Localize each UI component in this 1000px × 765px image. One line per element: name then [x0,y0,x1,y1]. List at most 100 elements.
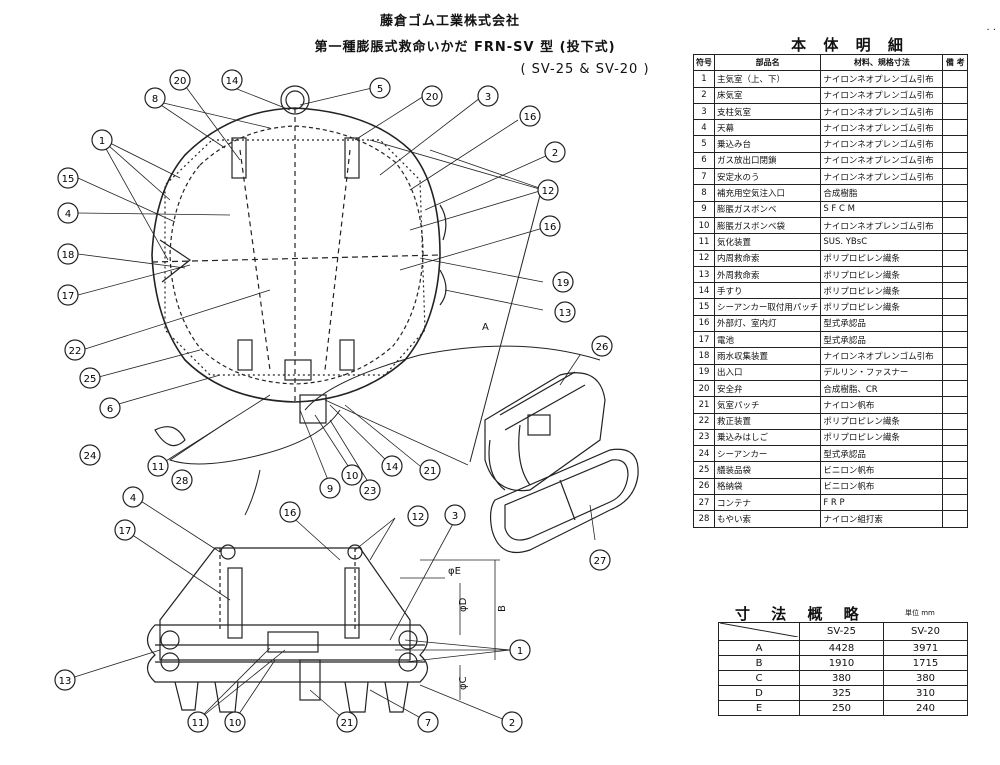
table-cell: 内周救命索 [713,249,822,267]
table-cell: D [718,685,800,701]
callout-circle [444,504,466,526]
table-cell: 3 [693,102,715,121]
table-cell: ポリプロピレン繊条 [820,298,944,316]
table-cell [942,151,968,170]
table-cell: 出入口 [713,363,822,381]
table-cell [942,494,968,512]
callout-label: 3 [485,92,491,103]
col-header-name: 部品名 [713,53,822,72]
callout-circle [554,301,576,323]
callout-number: 2 [501,711,523,733]
dims-header-cell: SV-20 [883,622,968,641]
table-cell [942,298,968,316]
table-cell [942,265,968,284]
table-cell: 11 [693,233,715,251]
table-cell [942,347,968,365]
callout-label: 13 [559,308,572,319]
callout-number: 26 [591,335,613,357]
callout-label: 7 [425,718,431,729]
table-cell: 型式承認品 [820,331,944,349]
table-cell: 8 [693,184,715,202]
callout-circle [57,243,79,265]
table-cell: 18 [693,347,715,365]
callout-circle [359,479,381,501]
table-cell: シーアンカー [713,445,822,463]
callout-number: 21 [336,711,358,733]
table-cell: 21 [693,396,715,414]
callout-circle [544,141,566,163]
table-cell: 補充用空気注入口 [713,184,822,202]
table-cell: 10 [693,216,715,235]
dims-table-title: 寸 法 概 略 [735,605,867,623]
table-cell: 気化装置 [713,233,822,251]
callout-circle [187,711,209,733]
table-cell [942,200,968,218]
table-cell: 1910 [799,655,884,671]
callout-circle [169,69,191,91]
callout-circle [509,639,531,661]
table-cell: 合成樹脂 [820,184,944,202]
callout-label: 18 [62,250,75,261]
table-cell [942,102,968,121]
table-cell: 325 [799,685,884,701]
dim-label-a: A [482,322,489,333]
callout-number: 13 [54,669,76,691]
table-cell: 14 [693,282,715,300]
callout-label: 16 [524,112,537,123]
callout-number: 9 [319,477,341,499]
callout-circle [79,444,101,466]
callout-number: 20 [421,85,443,107]
dim-label-b: B [497,605,508,612]
callout-label: 28 [176,476,189,487]
company-name: 藤倉ゴム工業株式会社 [379,14,520,29]
raft-top-view [151,85,447,424]
table-cell [942,168,968,186]
callout-circle [369,77,391,99]
table-cell: ナイロンネオプレンゴム引布 [820,135,944,153]
table-cell [942,379,968,398]
dims-unit: 単位 mm [905,609,935,617]
callout-label: 14 [386,462,399,473]
callout-label: 25 [84,374,97,385]
callout-circle [144,87,166,109]
callout-number: 23 [359,479,381,501]
table-cell: ナイロン帆布 [820,396,944,414]
table-cell [942,428,968,447]
parts-table-title: 本 体 明 細 [791,36,909,54]
table-cell: 1715 [883,655,968,671]
table-cell [942,412,968,430]
table-cell: 4 [693,119,715,137]
table-cell: 気室パッチ [713,396,822,414]
callout-label: 15 [62,174,75,185]
corner-mark: . . [986,22,996,33]
table-cell [942,184,968,202]
callout-label: 14 [226,76,239,87]
table-cell: 膨脹ガスボンベ袋 [713,216,822,235]
callout-circle [552,271,574,293]
table-cell: 12 [693,249,715,267]
callout-circle [57,202,79,224]
callout-number: 8 [144,87,166,109]
dims-header-cell: SV-25 [799,622,884,641]
callout-label: 21 [341,718,354,729]
callout-label: 17 [62,291,75,302]
callout-number: 16 [519,105,541,127]
callout-circle [122,486,144,508]
table-cell: 乗込み台 [713,135,822,153]
table-cell: ポリプロピレン繊条 [820,282,944,300]
parts-header-row: 符号 部品名 材料、規格寸法 備 考 [693,53,968,72]
callout-circle [319,477,341,499]
table-cell: A [718,640,800,656]
